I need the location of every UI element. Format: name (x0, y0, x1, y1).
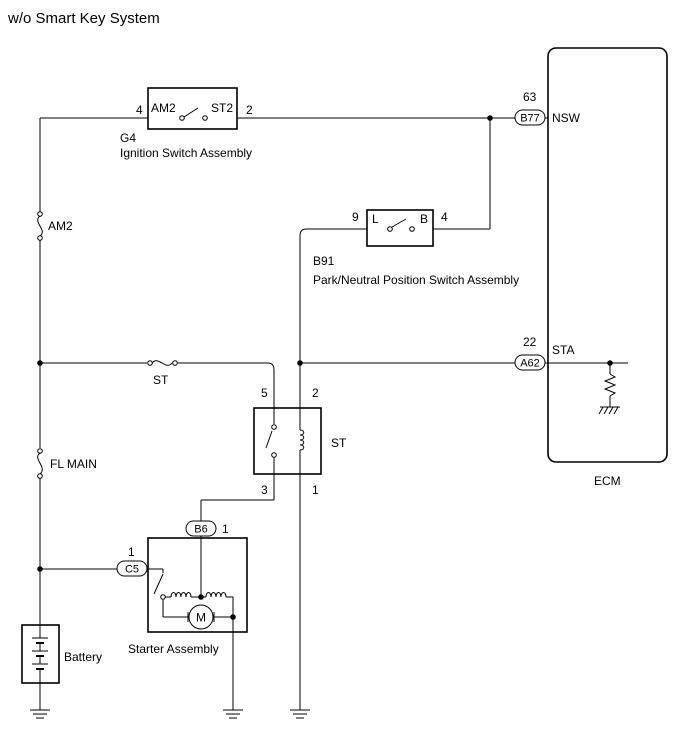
starter-junction-dot (198, 594, 204, 600)
st-relay-coil-icon (299, 408, 305, 474)
ecm-internal-resistor (603, 360, 617, 407)
ignition-switch-contact (179, 107, 208, 121)
ignition-switch-code: G4 (120, 131, 136, 145)
ecm-box (547, 47, 668, 463)
fl-main-fuse-label: FL MAIN (50, 457, 97, 471)
ecm-label: ECM (594, 474, 621, 488)
junction-dot-sta (297, 360, 303, 366)
battery-icon (32, 625, 48, 683)
st-relay-contact (265, 408, 277, 474)
connector-b77-code: B77 (520, 113, 540, 125)
ecm-ground-icon (598, 406, 620, 415)
st-relay-pin-3: 3 (261, 483, 268, 497)
pnp-switch-pin-right: 4 (441, 210, 448, 224)
starter-internal-wiring (147, 536, 234, 710)
battery-ground-icon (30, 709, 50, 719)
pnp-switch-box (366, 209, 434, 247)
pnp-switch-terminal-l: L (372, 212, 379, 226)
starter-ground-dot (230, 614, 236, 620)
st-relay-pin-2: 2 (312, 386, 319, 400)
pnp-switch-terminal-b: B (420, 212, 428, 226)
connector-c5-pin: 1 (128, 545, 135, 559)
connector-b6-code: B6 (194, 524, 207, 536)
st-relay-label: ST (331, 436, 347, 450)
connector-a62 (514, 354, 546, 371)
ecm-signal-nsw: NSW (552, 111, 581, 125)
diagram-title: w/o Smart Key System (7, 10, 160, 27)
relay-ground-icon (290, 709, 310, 719)
ignition-switch-pin-right: 2 (246, 103, 253, 117)
am2-fuse-label: AM2 (48, 219, 73, 233)
battery-label: Battery (64, 650, 102, 664)
left-main-wire (39, 117, 148, 625)
connector-b77 (514, 109, 546, 126)
b6-wire (200, 474, 275, 521)
st-fuse-line (40, 360, 275, 408)
ignition-switch-terminal-st2: ST2 (211, 101, 233, 115)
connector-c5-code: C5 (125, 564, 139, 576)
pnp-switch-contact (387, 218, 415, 232)
nsw-wire (237, 117, 548, 230)
connector-a62-pin: 22 (523, 335, 537, 349)
connector-b6-pin: 1 (222, 522, 229, 536)
st-relay-box (253, 407, 322, 475)
pnp-switch-name: Park/Neutral Position Switch Assembly (313, 273, 519, 287)
connector-b77-pin: 63 (523, 90, 537, 104)
starter-name: Starter Assembly (128, 642, 219, 656)
ignition-switch-box (147, 87, 238, 130)
ignition-switch-terminal-am2: AM2 (151, 101, 176, 115)
ecm-signal-sta: STA (552, 343, 574, 357)
am2-fuse (37, 211, 43, 241)
fl-main-fuse (37, 448, 43, 479)
st-fuse-label: ST (153, 373, 169, 387)
connector-a62-code: A62 (520, 358, 540, 370)
pnp-switch-pin-left: 9 (352, 210, 359, 224)
ignition-switch-pin-left: 4 (136, 103, 143, 117)
st-relay-pin-5: 5 (261, 386, 268, 400)
st-relay-pin-1: 1 (312, 483, 319, 497)
starter-ground-icon (223, 709, 243, 719)
motor-symbol: M (196, 611, 206, 625)
pnp-switch-code: B91 (313, 254, 335, 268)
sta-wire (299, 228, 628, 408)
ignition-switch-name: Ignition Switch Assembly (120, 146, 252, 160)
junction-dot-nsw (487, 115, 493, 121)
motor-icon (187, 604, 215, 630)
